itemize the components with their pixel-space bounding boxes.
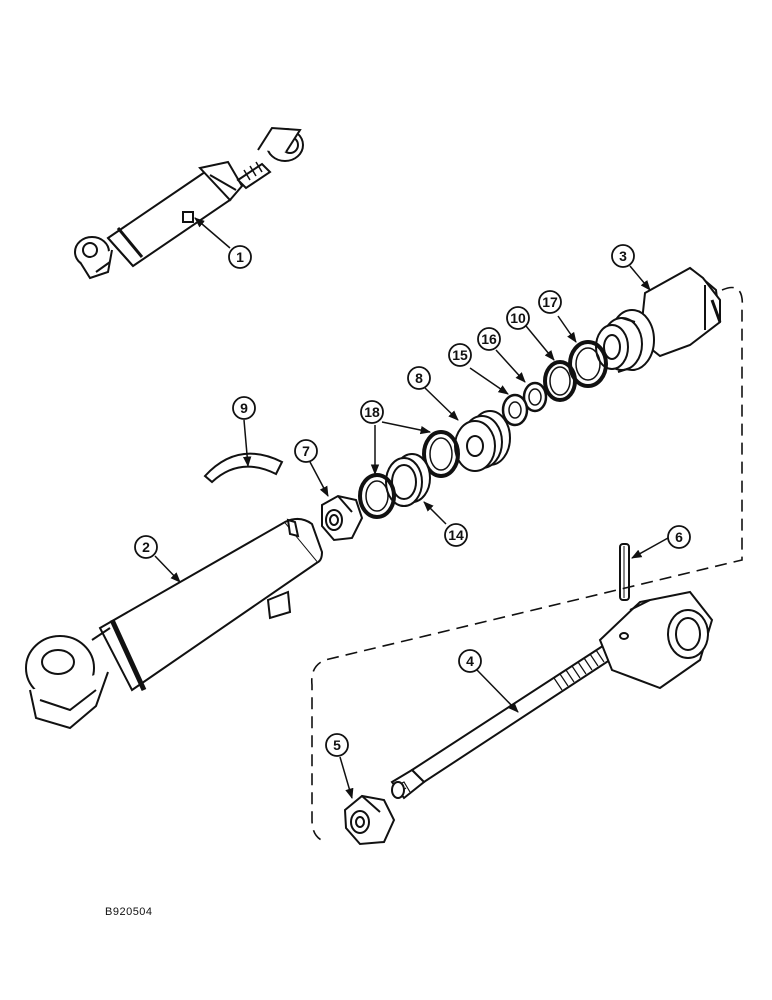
svg-text:18: 18 <box>364 404 380 420</box>
svg-text:5: 5 <box>333 737 341 753</box>
svg-text:7: 7 <box>302 443 310 459</box>
callouts: 1 2 3 4 5 6 7 8 <box>134 244 691 757</box>
piston-rod <box>390 590 714 800</box>
callout-6: 6 <box>667 525 691 549</box>
callout-16: 16 <box>477 327 501 351</box>
callout-7: 7 <box>294 439 318 463</box>
nut-5 <box>343 794 396 846</box>
callout-14: 14 <box>444 523 468 547</box>
callout-2: 2 <box>134 535 158 559</box>
svg-text:16: 16 <box>481 331 497 347</box>
callout-8: 8 <box>407 366 431 390</box>
svg-text:15: 15 <box>452 347 468 363</box>
svg-text:4: 4 <box>466 653 474 669</box>
leader-lines <box>154 217 669 800</box>
cylinder-barrel <box>25 518 324 730</box>
callout-17: 17 <box>538 290 562 314</box>
svg-text:9: 9 <box>240 400 248 416</box>
svg-text:17: 17 <box>542 294 558 310</box>
callout-18: 18 <box>360 400 384 424</box>
assembly-dashed-bracket <box>310 286 744 843</box>
nut-7 <box>321 494 364 542</box>
callout-10: 10 <box>506 306 530 330</box>
svg-text:10: 10 <box>510 310 526 326</box>
callout-15: 15 <box>448 343 472 367</box>
figure-id-label: B920504 <box>105 906 153 918</box>
piston-8 <box>454 410 511 472</box>
svg-text:6: 6 <box>675 529 683 545</box>
svg-text:3: 3 <box>619 248 627 264</box>
callout-5: 5 <box>325 733 349 757</box>
ring-16 <box>522 381 548 413</box>
callout-1: 1 <box>228 245 252 269</box>
roll-pin-6 <box>619 543 630 601</box>
svg-text:8: 8 <box>415 370 423 386</box>
seal-10 <box>543 360 577 402</box>
seal-18-outer <box>422 430 460 478</box>
svg-text:2: 2 <box>142 539 150 555</box>
cylinder-head <box>595 266 722 373</box>
callout-3: 3 <box>611 244 635 268</box>
ring-15 <box>501 393 529 427</box>
assembled-cylinder <box>74 126 304 280</box>
callout-4: 4 <box>458 649 482 673</box>
callout-9: 9 <box>232 396 256 420</box>
snap-ring-9 <box>203 452 284 484</box>
svg-text:1: 1 <box>236 249 244 265</box>
svg-text:14: 14 <box>448 527 464 543</box>
